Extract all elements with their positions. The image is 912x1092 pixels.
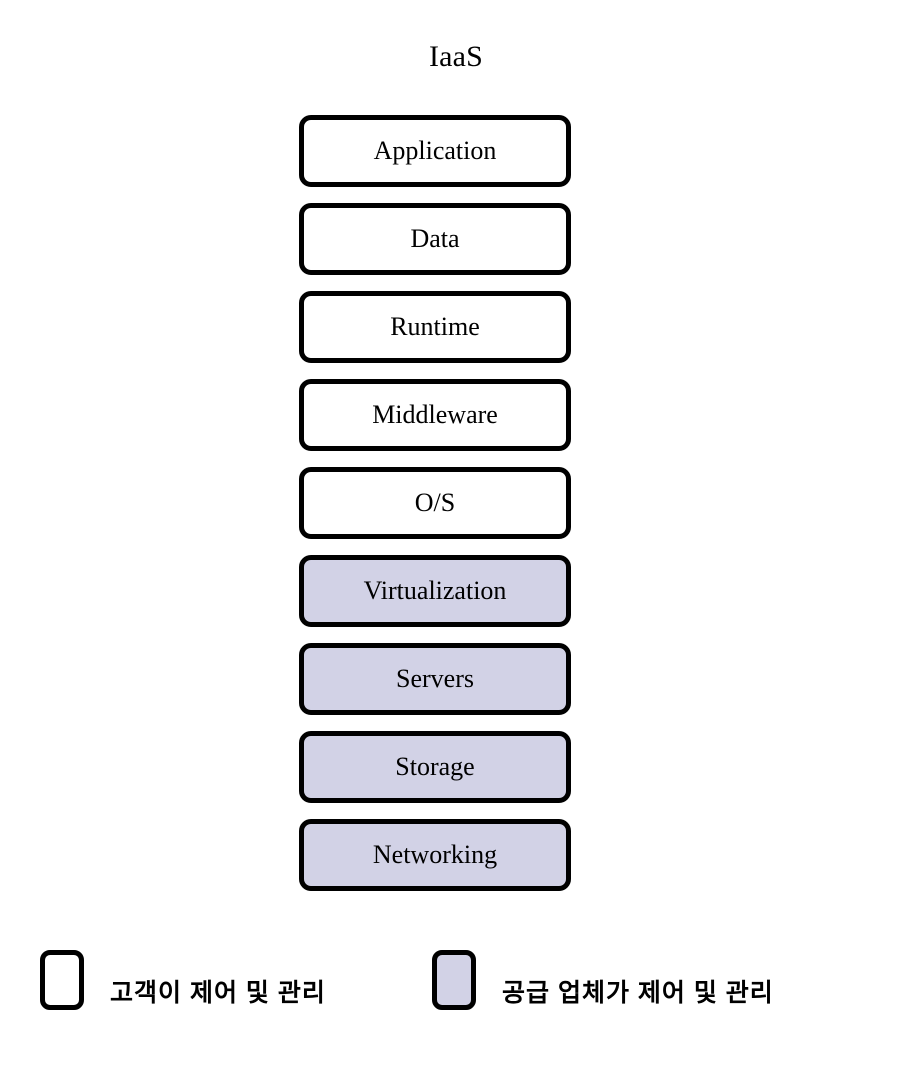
layer-label: O/S: [414, 488, 456, 517]
layer-stack: Application Data Runtime Middleware O/S …: [299, 115, 571, 891]
layer-label: Servers: [396, 664, 474, 693]
layer-label: Virtualization: [363, 576, 507, 605]
page-title: IaaS: [428, 40, 484, 73]
layer-box-storage: Storage: [299, 731, 571, 803]
layer-box-virtualization: Virtualization: [299, 555, 571, 627]
legend-item-customer-managed: 고객이 제어 및 관리: [40, 948, 326, 1012]
layer-box-runtime: Runtime: [299, 291, 571, 363]
layer-label: Networking: [372, 840, 498, 869]
layer-box-data: Data: [299, 203, 571, 275]
layer-box-os: O/S: [299, 467, 571, 539]
layer-box-servers: Servers: [299, 643, 571, 715]
layer-box-networking: Networking: [299, 819, 571, 891]
legend-label: 고객이 제어 및 관리: [110, 979, 326, 1007]
layer-label: Data: [410, 224, 460, 253]
layer-label: Middleware: [372, 400, 498, 429]
legend-swatch-shaded: [432, 950, 476, 1010]
layer-label: Runtime: [390, 312, 480, 341]
layer-label: Application: [373, 136, 497, 165]
layer-label: Storage: [395, 752, 475, 781]
legend-item-vendor-managed: 공급 업체가 제어 및 관리: [432, 948, 774, 1012]
legend: 고객이 제어 및 관리 공급 업체가 제어 및 관리: [0, 948, 912, 1020]
layer-box-application: Application: [299, 115, 571, 187]
legend-label: 공급 업체가 제어 및 관리: [502, 979, 774, 1007]
layer-box-middleware: Middleware: [299, 379, 571, 451]
legend-swatch-unshaded: [40, 950, 84, 1010]
